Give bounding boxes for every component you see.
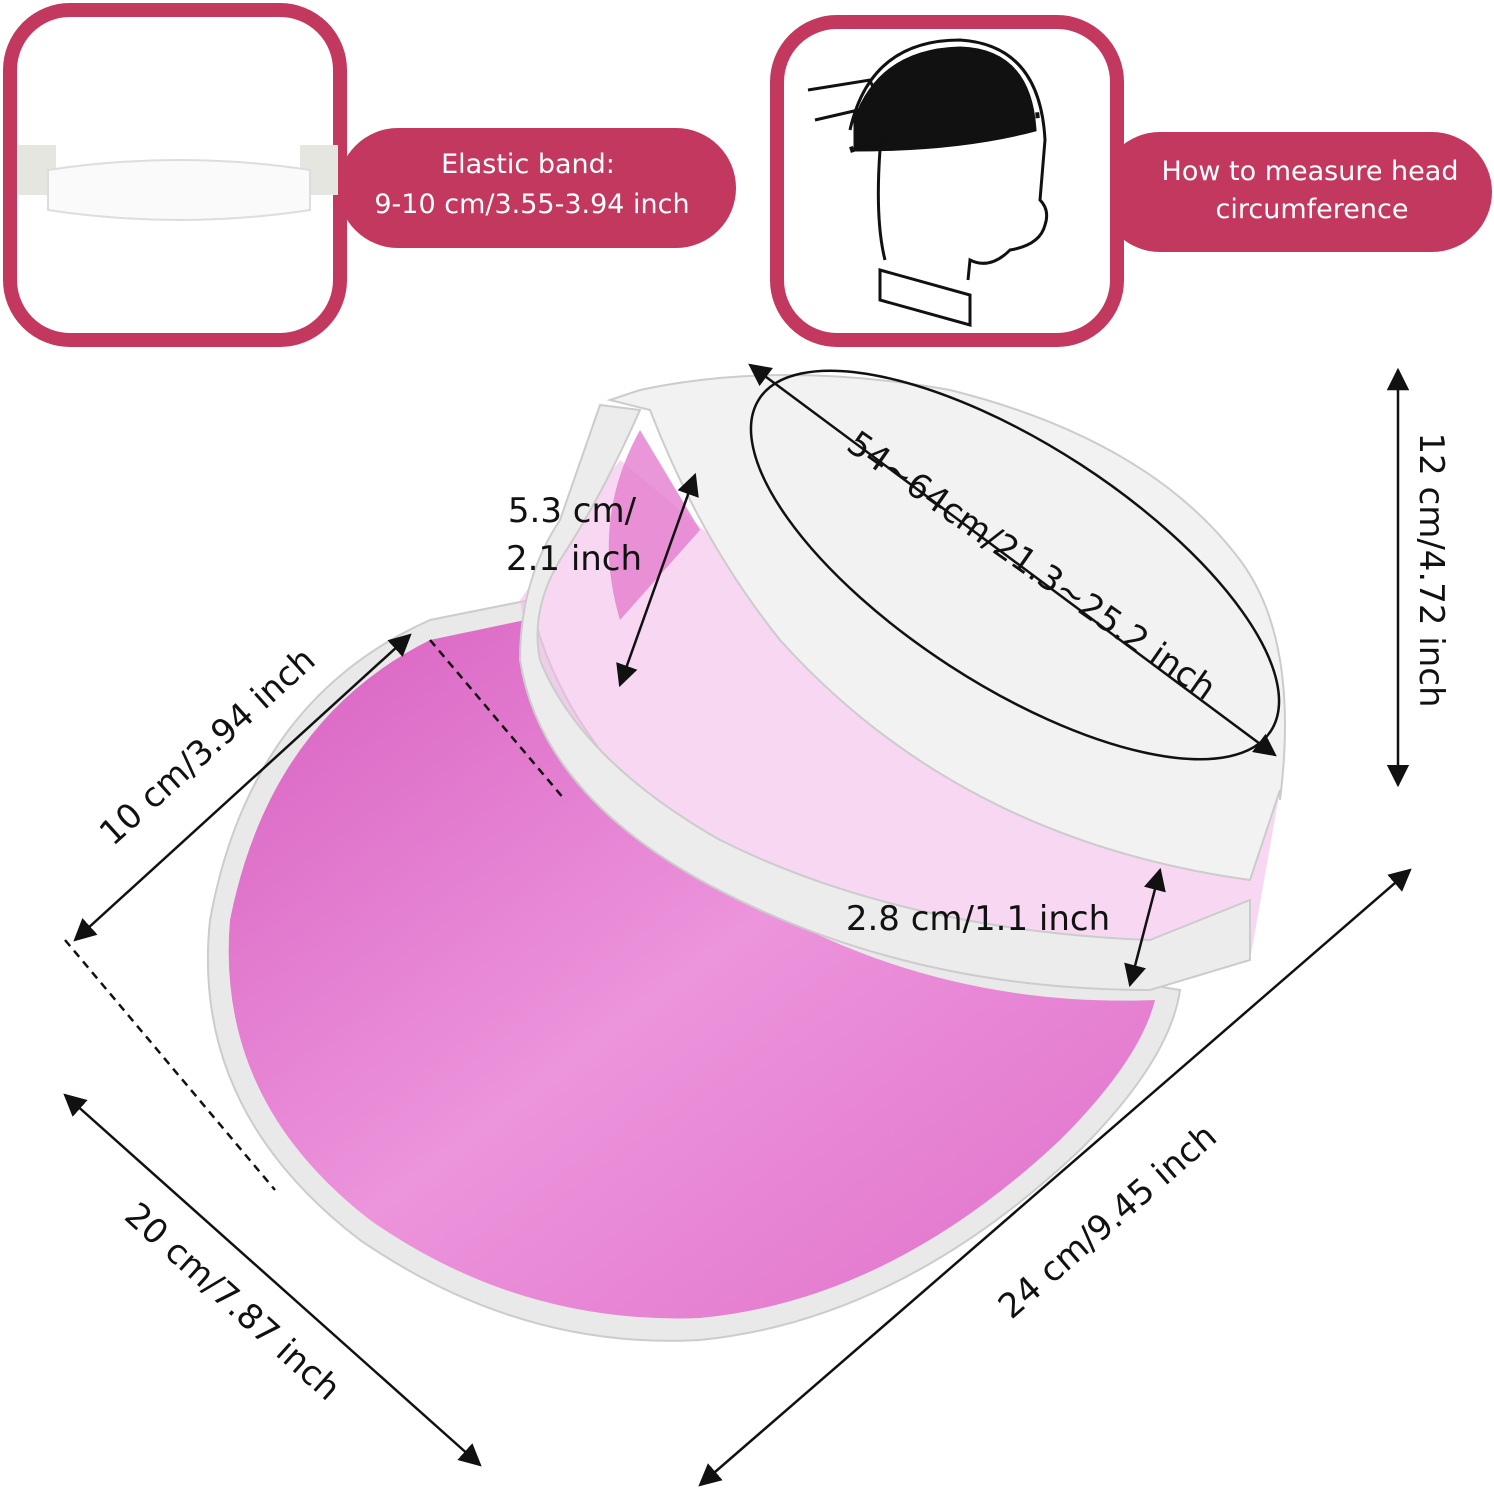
length-arrow xyxy=(698,868,1412,1487)
brim-depth-arrow xyxy=(73,633,412,942)
front-height-label-line1: 5.3 cm/ xyxy=(508,491,637,531)
band-width-arrow xyxy=(1124,867,1166,988)
band-width-label: 2.8 cm/1.1 inch xyxy=(846,899,1110,939)
label-pill xyxy=(338,128,736,248)
height-label: 12 cm/4.72 inch xyxy=(1411,432,1451,707)
brim-width-label: 20 cm/7.87 inch xyxy=(117,1195,348,1409)
circumference-arrow xyxy=(748,363,1277,757)
elastic-band-image xyxy=(18,145,338,221)
elastic-band-label-line2: 9-10 cm/3.55-3.94 inch xyxy=(374,189,689,220)
head-measure-label-line1: How to measure head xyxy=(1162,156,1459,187)
label-pill xyxy=(1100,132,1492,252)
elastic-band-label-line1: Elastic band: xyxy=(441,149,615,180)
front-height-arrow xyxy=(616,472,699,688)
head-measure-callout: How to measure head circumference xyxy=(770,15,1492,347)
head-measure-label-line2: circumference xyxy=(1216,194,1409,225)
dimension-lines xyxy=(63,363,1412,1487)
elastic-band-callout: Elastic band: 9-10 cm/3.55-3.94 inch xyxy=(3,3,736,347)
front-height-label-line2: 2.1 inch xyxy=(506,539,642,579)
brim-width-arrow xyxy=(63,1093,482,1467)
head-illustration xyxy=(807,38,1049,327)
